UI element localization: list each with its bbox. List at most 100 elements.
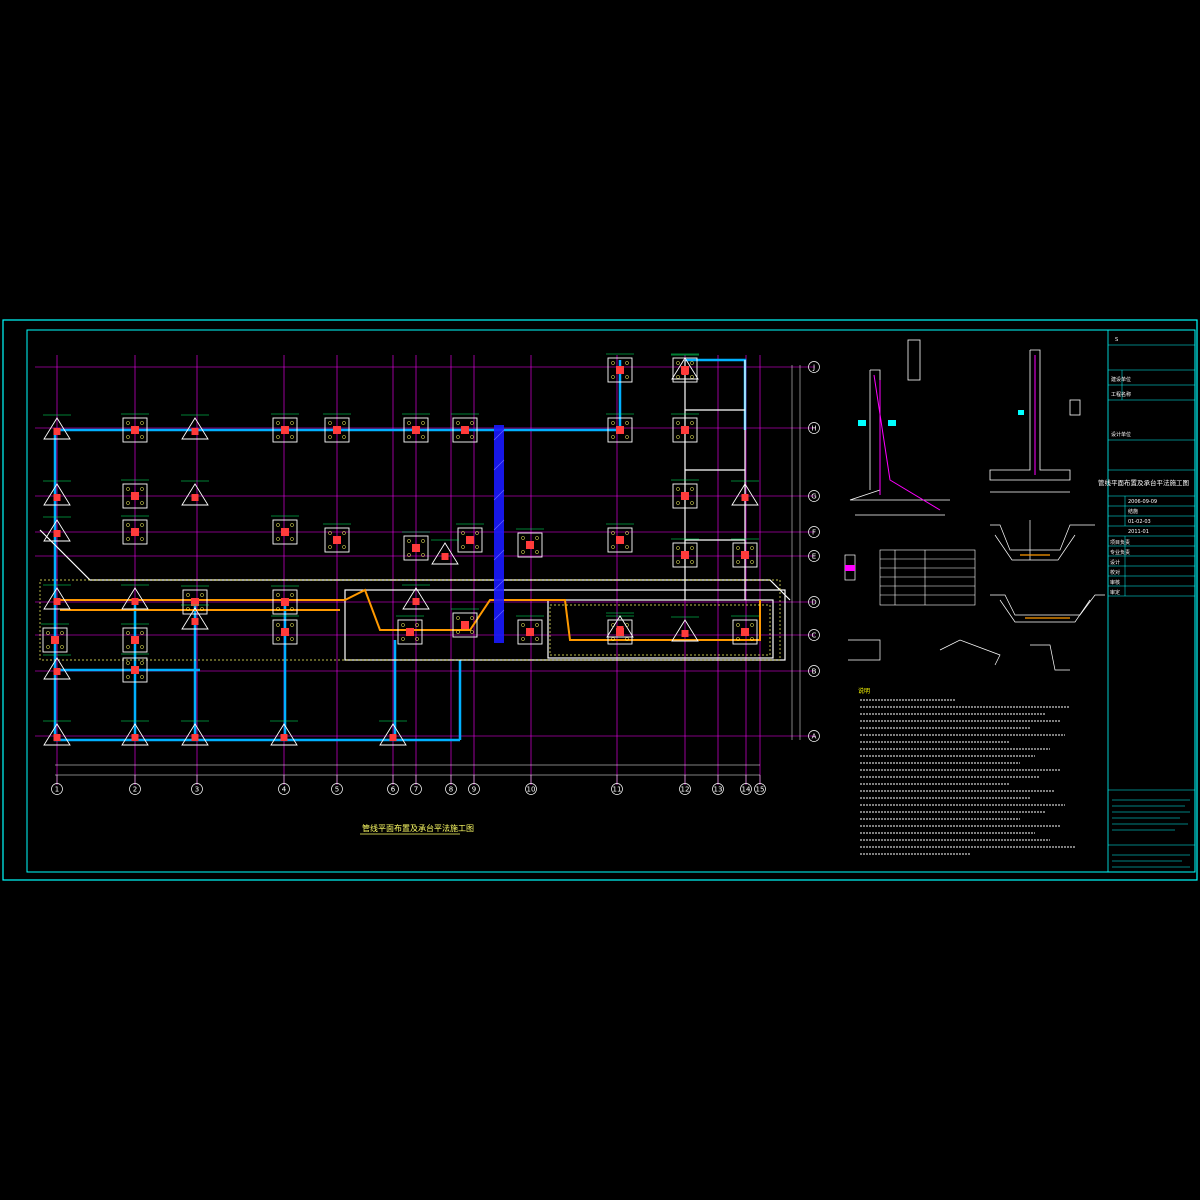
pile [750,637,754,641]
pile [126,435,130,439]
pile [521,550,525,554]
pile [676,501,680,505]
axis-label: 12 [681,786,690,794]
pile [401,637,405,641]
column [131,666,139,674]
pile [200,593,204,597]
column [741,494,749,501]
column [681,492,689,500]
column [389,734,397,741]
pile [46,645,50,649]
column [526,628,534,636]
pile-cap [517,619,543,645]
pile-cap [403,535,429,561]
pile-cap [607,357,633,383]
axis-bubble [191,783,203,795]
pile [611,361,615,365]
axis-bubble [51,783,63,795]
axis-bubble [445,783,457,795]
pile-cap [272,619,298,645]
pile [521,536,525,540]
pile-cap [122,519,148,545]
pile [625,421,629,425]
pile [611,421,615,425]
pile [186,593,190,597]
tb-sign-row: 审核 [1110,579,1120,586]
pile [140,501,144,505]
column [281,528,289,536]
pile [415,637,419,641]
pile [126,661,130,665]
pile [126,421,130,425]
pile [676,375,680,379]
pile [290,637,294,641]
pile [611,375,615,379]
pile [140,487,144,491]
axis-label: 14 [742,786,751,794]
column [681,426,689,434]
dimension-lines [55,764,760,776]
pile [328,531,332,535]
triangular-pile-cap [671,357,699,380]
pile [276,607,280,611]
pile [140,537,144,541]
column [131,426,139,434]
pile [690,501,694,505]
pile [456,435,460,439]
pile [676,487,680,491]
column [406,628,414,636]
pile [290,435,294,439]
axis-label: D [811,599,816,607]
pile-cap [42,627,68,653]
tb-sign-row: 校对 [1110,569,1120,576]
pile [328,435,332,439]
axis-bubble [808,665,820,677]
axis-bubble [278,783,290,795]
pile [290,421,294,425]
pile [342,435,346,439]
axis-bubble [808,550,820,562]
pile [625,435,629,439]
pile [690,560,694,564]
axis-bubble [679,783,691,795]
pile-cap [672,417,698,443]
column [333,426,341,434]
building-outline [39,360,791,661]
column [191,734,199,741]
column [51,636,59,644]
pile-cap [397,619,423,645]
tb-meta-value: 2011-01 [1128,529,1149,535]
axis-label: 13 [714,786,723,794]
pile-cap [272,519,298,545]
triangular-pile-cap [43,417,71,440]
pile [342,531,346,535]
pile-cap [517,532,543,558]
tb-meta-value: 01-02-03 [1128,519,1151,525]
pile [328,421,332,425]
pile [290,593,294,597]
triangular-pile-cap [121,723,149,746]
axis-bubble [387,783,399,795]
triangular-pile-cap [181,723,209,746]
pile [126,675,130,679]
sheet-mark: S [1115,337,1118,343]
pile [470,630,474,634]
pile [140,661,144,665]
triangular-pile-cap [431,542,459,565]
pile [421,553,425,557]
pile [625,545,629,549]
pile [407,435,411,439]
axis-label: 3 [195,786,199,794]
axis-label: 15 [756,786,765,794]
pile [690,361,694,365]
pile-cap [452,612,478,638]
axis-label: 11 [613,786,622,794]
column [191,428,199,435]
tb-meta-value: 结施 [1128,508,1138,515]
pile-cap [122,417,148,443]
pile [690,421,694,425]
column [53,598,61,605]
pile-cap [324,527,350,553]
pile-cap [732,619,758,645]
